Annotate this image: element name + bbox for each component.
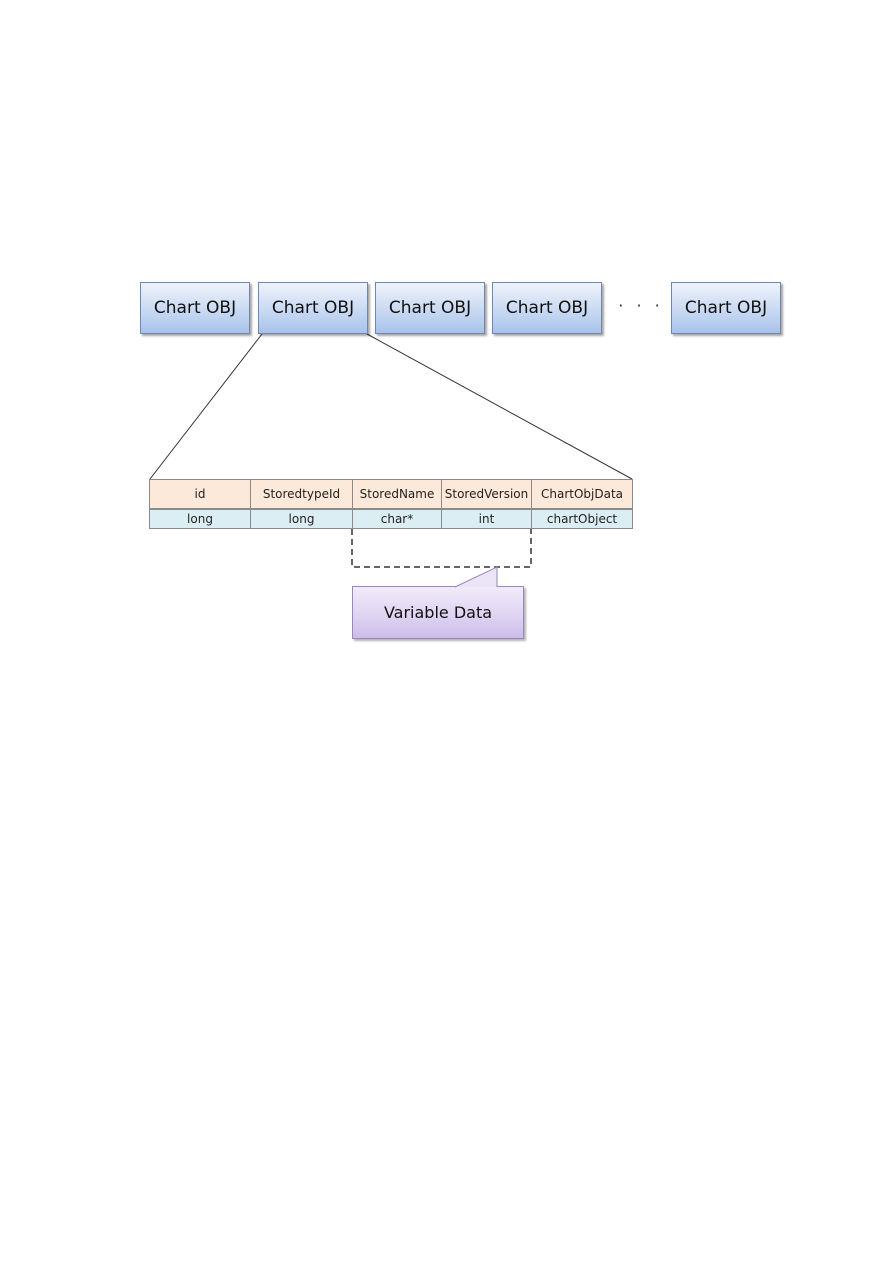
field-header-id: id: [149, 479, 251, 509]
variable-data-callout: Variable Data: [352, 586, 524, 639]
zoom-line-right: [366, 333, 633, 480]
field-header-storedname: StoredName: [352, 479, 442, 509]
chart-obj-box-1: Chart OBJ: [140, 282, 250, 334]
chart-obj-box-5: Chart OBJ: [671, 282, 781, 334]
field-type-storedversion: int: [441, 509, 532, 529]
field-header-storedtypeid: StoredtypeId: [250, 479, 353, 509]
field-type-id: long: [149, 509, 251, 529]
field-type-chartobjdata: chartObject: [531, 509, 633, 529]
chart-obj-box-4: Chart OBJ: [492, 282, 602, 334]
chart-obj-box-2: Chart OBJ: [258, 282, 368, 334]
chart-obj-box-3: Chart OBJ: [375, 282, 485, 334]
field-type-storedtypeid: long: [250, 509, 353, 529]
chart-obj-ellipsis: · · ·: [618, 296, 664, 315]
zoom-line-left: [149, 333, 263, 480]
field-header-chartobjdata: ChartObjData: [531, 479, 633, 509]
field-header-storedversion: StoredVersion: [441, 479, 532, 509]
field-type-storedname: char*: [352, 509, 442, 529]
variable-data-bracket: [351, 529, 532, 568]
